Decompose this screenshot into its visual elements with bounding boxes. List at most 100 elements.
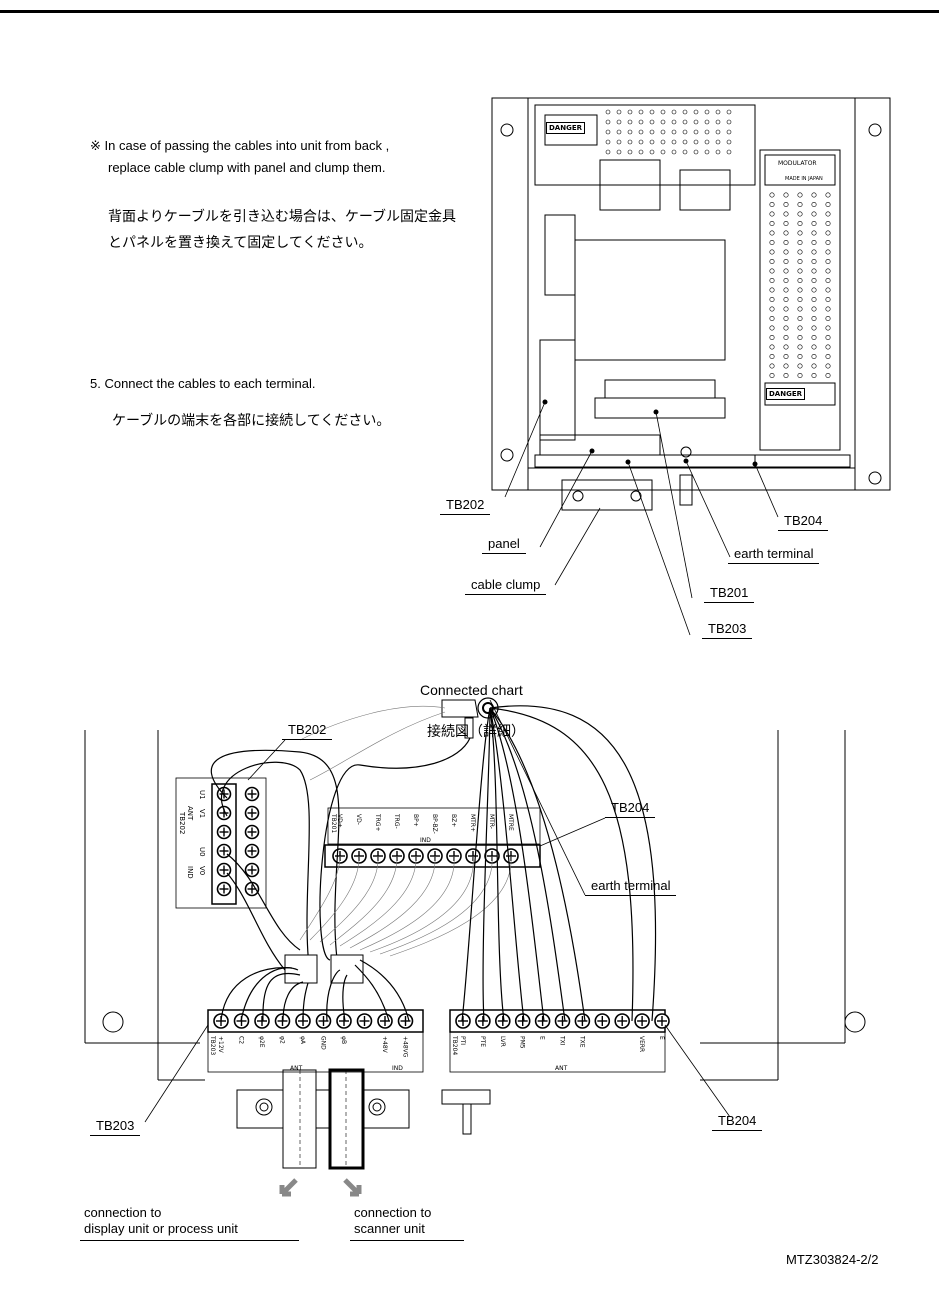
header-rule [0, 10, 939, 13]
perforation-pattern [605, 109, 831, 378]
tb204-pin-label: TXI [559, 1035, 566, 1046]
terminal-screw-icon [634, 1013, 650, 1029]
terminal-screw-icon [315, 1013, 332, 1029]
terminal-screw-icon [534, 1013, 551, 1029]
connection-display-line1: connection to [84, 1205, 162, 1220]
terminal-screw-icon [554, 1013, 571, 1029]
terminal-screw-icon [494, 1013, 511, 1029]
chart-title-jp: 接続図（詳細） [427, 724, 525, 740]
terminal-screw-icon [254, 1013, 270, 1029]
mounting-hole [500, 448, 514, 462]
tb201-pin-label: VD- [355, 814, 362, 825]
tb203-pin-label: +48V [381, 1036, 388, 1054]
cable-clump-bracket [561, 479, 653, 511]
terminal-screw-icon [475, 1013, 491, 1029]
terminal-screw-icon [397, 1013, 414, 1029]
terminal-screw-icon [654, 1013, 670, 1029]
tb201-pin-label: VD+ [336, 814, 343, 828]
terminal-screw-icon [377, 1013, 393, 1029]
photo-label-tb204: TB204 [778, 513, 829, 531]
tb203-pin-label: +12V [217, 1036, 224, 1054]
tb204-pin-label: PTI [459, 1036, 466, 1045]
tb202-pin-label: U0 [198, 847, 206, 857]
tb201-pin-label: TRG+ [374, 813, 381, 832]
cable-direction-arrows [279, 1178, 362, 1197]
tb201-pin-label: MTRE [507, 814, 514, 831]
mounting-hole [868, 123, 882, 137]
terminal-screw-icon [244, 843, 260, 859]
danger-label-bottom: DANGER [766, 388, 806, 400]
tb202-group-ant: ANT [186, 806, 194, 821]
terminal-screw-icon [356, 1013, 373, 1029]
tb202-block-label: TB202 [178, 811, 186, 834]
photo-label-earth-terminal: earth terminal [728, 546, 820, 564]
note-en-line2: replace cable clump with panel and clump… [108, 160, 386, 175]
doc-number: MTZ303824-2/2 [786, 1252, 879, 1267]
chart-enclosure [84, 730, 866, 1081]
mounting-hole [102, 1011, 124, 1033]
terminal-screw-icon [216, 805, 232, 821]
chart-label-tb203: TB203 [90, 1118, 141, 1136]
mounting-hole [844, 1011, 866, 1033]
scanner-cable [328, 1068, 365, 1170]
mounting-hole [868, 471, 882, 485]
photo-label-tb202: TB202 [440, 497, 491, 515]
tb203-pin-label: φA [299, 1036, 306, 1045]
tb204-pin-label: E [658, 1036, 665, 1040]
connection-scanner-label: connection to scanner unit [350, 1205, 464, 1241]
chart-title-en: Connected chart [420, 682, 523, 698]
note-jp-line1: 背面よりケーブルを引き込む場合は、ケーブル固定金具 [108, 209, 457, 225]
terminal-screw-icon [244, 881, 260, 897]
tb203-pin-label: φB [340, 1036, 347, 1044]
tb203-pin-label: φ2 [279, 1036, 286, 1044]
made-in-japan-label: MADE IN JAPAN [785, 176, 823, 182]
terminal-screw-icon [216, 881, 232, 897]
connection-scanner-line2: scanner unit [354, 1221, 425, 1237]
tb201-pin-label: MTR+ [469, 814, 476, 832]
photo-leader-lines [504, 401, 779, 636]
photo-label-tb201: TB201 [704, 585, 755, 603]
chart-label-tb204-bottom: TB204 [712, 1113, 763, 1131]
tb203-block-label: TB203 [209, 1035, 216, 1055]
tb202-group-ind: IND [186, 866, 194, 879]
unit-drawing [491, 97, 891, 511]
tb201-pin-label: BZ+ [450, 814, 457, 827]
tb202-pin-label: V0 [198, 866, 206, 875]
tb203-group-ind: IND [392, 1065, 403, 1072]
tb204-pin-label: PM5 [519, 1036, 526, 1049]
tb201-block-label: TB201 [330, 813, 337, 833]
step5-en: 5. Connect the cables to each terminal. [90, 376, 316, 391]
tb203-pin-label: C2 [238, 1036, 245, 1044]
exit-cables [282, 1068, 365, 1170]
arrow-down-right-icon [343, 1178, 362, 1197]
photo-label-panel: panel [482, 536, 526, 554]
display-cable [282, 1069, 317, 1169]
chart-leader-lines [144, 699, 731, 1123]
tb202-pin-label: U1 [198, 790, 206, 800]
tb204-pin-label: PTE [479, 1036, 486, 1047]
bottom-terminal-strip [534, 454, 756, 468]
photo-label-tb203: TB203 [702, 621, 753, 639]
terminal-screw-icon [455, 1013, 471, 1029]
chart-label-tb202: TB202 [282, 722, 333, 740]
unit-housing [491, 97, 891, 491]
tb201-group-label: IND [420, 837, 431, 844]
tb203-group-ant: ANT [290, 1065, 303, 1072]
tb203-pin-label: +48VG [402, 1036, 409, 1058]
terminal-screw-icon [216, 824, 232, 840]
control-board [574, 239, 726, 361]
note-en-line1: ※ In case of passing the cables into uni… [90, 138, 390, 153]
earth-terminal-photo [680, 446, 692, 458]
step5-jp: ケーブルの端末を各部に接続してください。 [112, 413, 391, 429]
tb201-pin-label: BP+ [412, 814, 419, 827]
tb203-pin-label: GND [320, 1036, 327, 1050]
tb204-pin-label: LVR [499, 1036, 506, 1047]
connection-display-label: connection to display unit or process un… [80, 1205, 299, 1241]
danger-label-top: DANGER [546, 122, 586, 134]
terminal-screw-icon [244, 805, 260, 821]
bottom-bracket [236, 1089, 491, 1135]
terminal-screw-icon [244, 862, 260, 878]
